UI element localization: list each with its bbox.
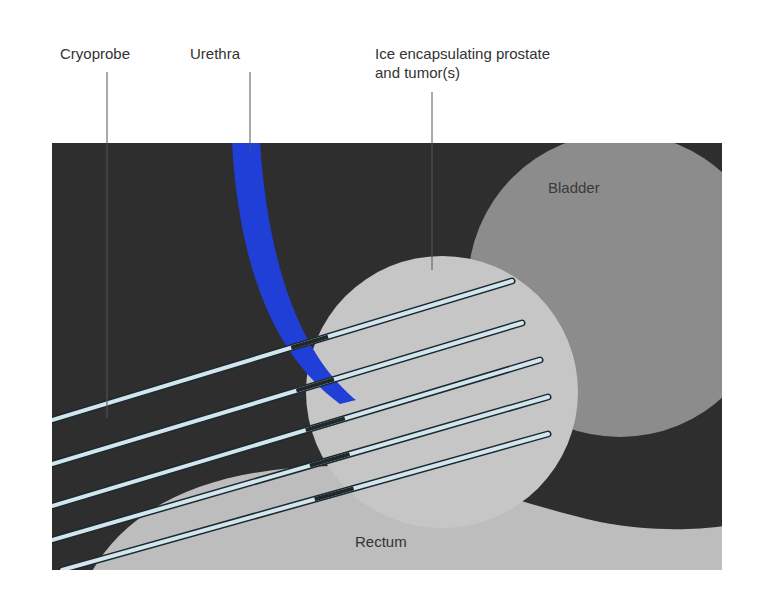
part-label: Ice encapsulating prostate and tumor(s) [375, 44, 555, 82]
cryoprobe-shaft [52, 281, 512, 420]
probe-segment [310, 454, 350, 465]
organ-label: Rectum [355, 532, 455, 551]
part-label: Cryoprobe [60, 44, 170, 63]
probe-segment [291, 337, 328, 348]
cryoprobe-shaft [62, 434, 548, 570]
cryoprobe-shaft [52, 323, 522, 464]
probe-outline [52, 281, 512, 420]
leader-line [432, 92, 433, 270]
cryoprobes [52, 281, 548, 570]
cryoprobe-shaft [52, 360, 540, 506]
probe-outline [52, 397, 548, 540]
probe-outline [52, 360, 540, 506]
probe-segment [296, 379, 334, 390]
urethra-shape [232, 143, 356, 404]
leader-line [250, 72, 251, 150]
probe-outline [62, 434, 548, 570]
leader-line [107, 72, 108, 418]
cryoprobe-shaft [52, 397, 548, 540]
probe-segment [306, 418, 345, 430]
part-label: Urethra [190, 44, 300, 63]
leader-lines [107, 72, 432, 418]
organ-label: Bladder [548, 178, 648, 197]
probe-outline [52, 323, 522, 464]
probe-segment [315, 488, 354, 499]
